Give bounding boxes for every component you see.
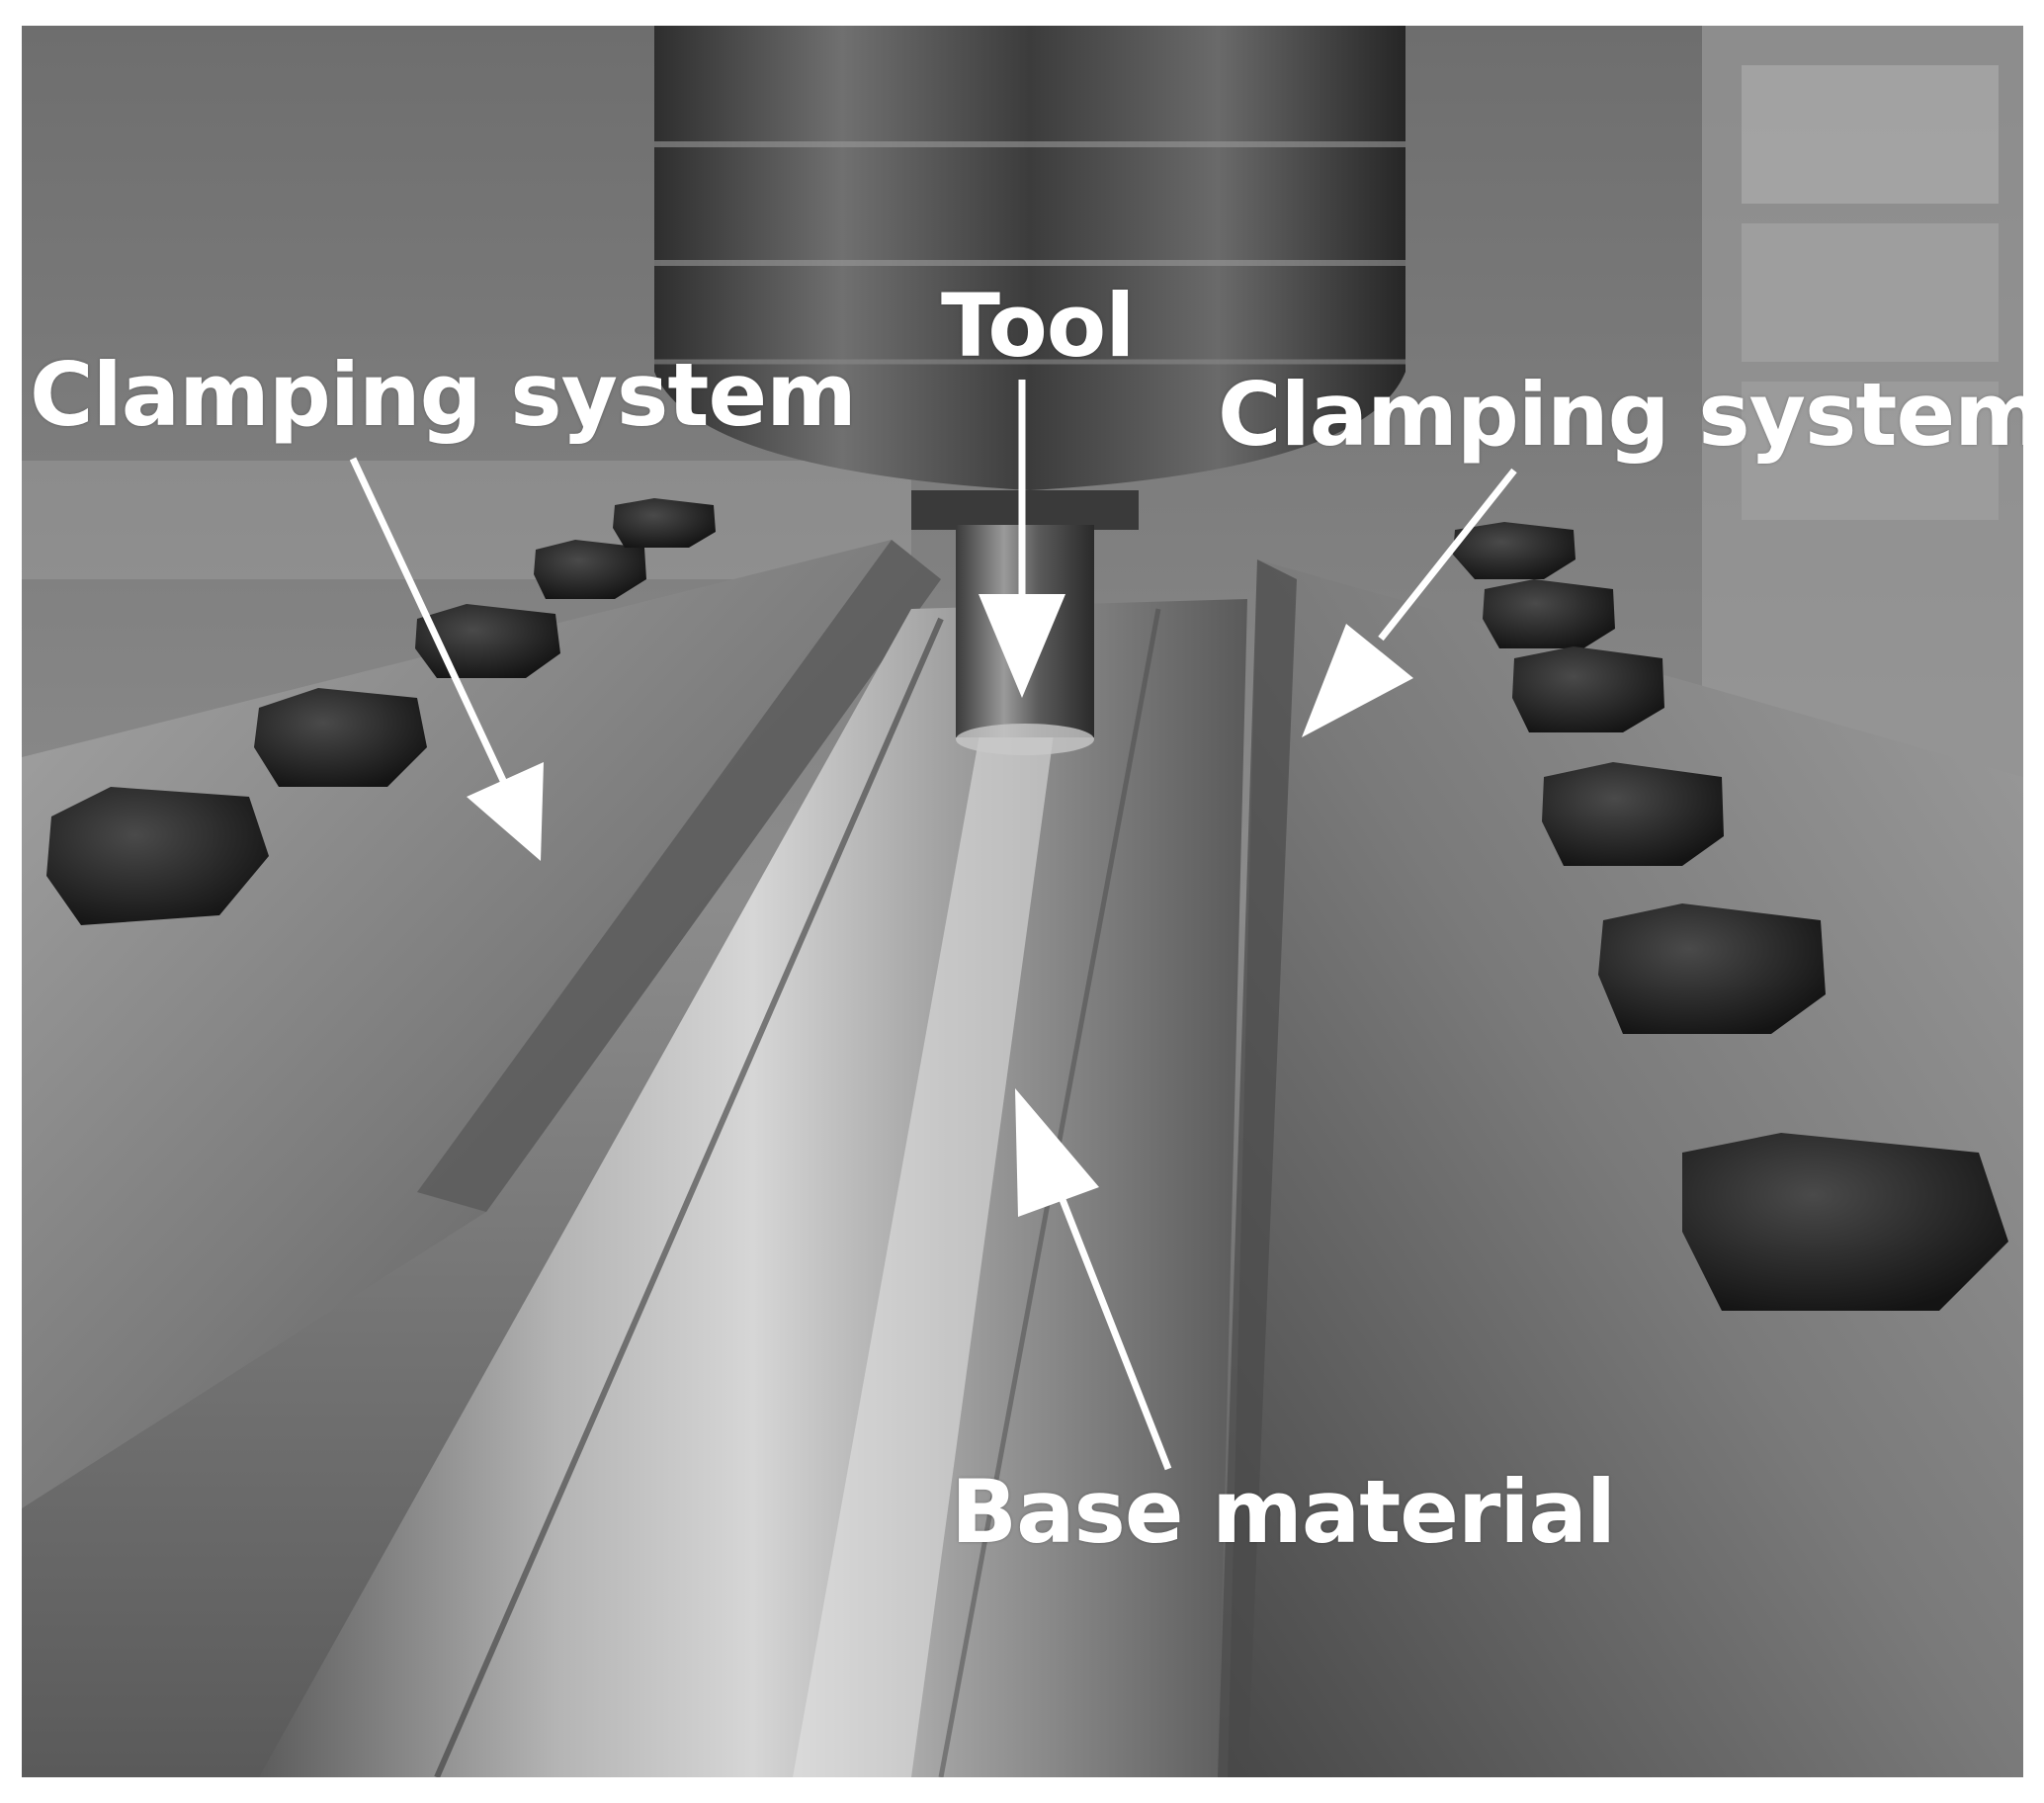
bolt (46, 787, 269, 925)
bolt (415, 604, 560, 678)
arrow-base-material-head (1015, 1088, 1099, 1217)
bolt (534, 540, 646, 599)
annotation-arrows (349, 380, 1517, 1471)
arrow-clamping-right-shaft (1378, 468, 1517, 642)
left-clamping-plate (22, 540, 941, 1508)
photo-scene (22, 26, 2023, 1777)
photograph: Clamping system Tool Clamping system Bas… (22, 26, 2023, 1777)
right-bolts (1453, 522, 2008, 1311)
bolt (254, 688, 427, 787)
arrow-base-material-shaft (1056, 1190, 1172, 1471)
bolt (1542, 762, 1724, 866)
bolt (1682, 1133, 2008, 1311)
right-clamping-plate (1228, 559, 2023, 1777)
bolt (1512, 646, 1664, 732)
label-base-material: Base material (951, 1461, 1616, 1563)
bolt (1598, 903, 1826, 1034)
label-clamping-system-left: Clamping system (30, 344, 857, 446)
label-clamping-system-right: Clamping system (1218, 364, 2023, 466)
label-tool: Tool (941, 275, 1135, 377)
arrow-clamping-left-head (467, 762, 544, 861)
left-bolts (46, 498, 716, 925)
arrow-tool-head (979, 594, 1065, 698)
bolt (1453, 522, 1576, 579)
bolt (613, 498, 716, 548)
bolt (1483, 579, 1615, 648)
arrow-clamping-right-head (1302, 624, 1413, 737)
arrow-clamping-left-shaft (349, 457, 510, 789)
